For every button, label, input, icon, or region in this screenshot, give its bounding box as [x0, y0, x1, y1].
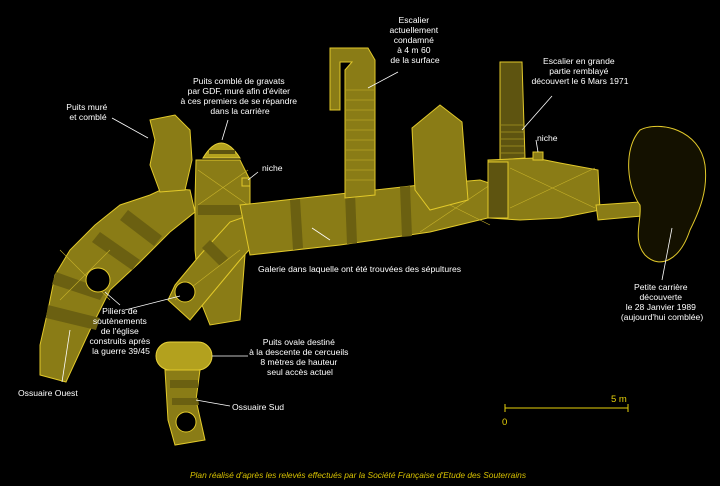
pillar-west [85, 267, 111, 293]
scale-five: 5 m [611, 394, 627, 405]
ossuaire-ouest-gallery [39, 187, 196, 383]
escalier-remblaye [499, 61, 526, 161]
label-puits-mure: Puits muré et comblé [66, 102, 109, 122]
leader-lines [61, 71, 673, 407]
label-niche-west: niche [262, 163, 283, 173]
label-puits-comble: Puits comblé de gravats par GDF, muré af… [181, 76, 300, 116]
footer-credit: Plan réalisé d'après les relevés effectu… [190, 470, 527, 480]
label-puits-ovale: Puits ovale destiné à la descente de cer… [249, 337, 351, 377]
label-galerie: Galerie dans laquelle ont été trouvées d… [258, 264, 461, 274]
puits-mure-shaft [149, 114, 193, 193]
label-ossuaire-sud: Ossuaire Sud [232, 402, 284, 412]
north-room [411, 104, 469, 211]
escalier-condamne [329, 47, 376, 199]
scale-zero: 0 [502, 417, 507, 428]
label-niche-east: niche [537, 133, 558, 143]
ossuaire-sud-gallery [164, 369, 206, 446]
connector-carriere [595, 201, 643, 221]
petite-carriere [628, 125, 707, 263]
label-escalier-remblaye: Escalier en grande partie remblayé décou… [532, 56, 629, 86]
scale-bar: 0 5 m [502, 394, 629, 428]
labels: Escalier actuellement condamné à 4 m 60 … [18, 15, 703, 412]
label-piliers: Piliers de soutènements de l'église cons… [89, 306, 152, 356]
east-gallery [487, 151, 601, 221]
south-diagonal-gallery [167, 214, 266, 321]
niche-east [532, 151, 544, 161]
label-ossuaire-ouest: Ossuaire Ouest [18, 388, 78, 398]
pillar-south [174, 281, 196, 303]
puits-ovale [155, 341, 213, 371]
niche-west [241, 177, 251, 187]
label-escalier-condamne: Escalier actuellement condamné à 4 m 60 … [389, 15, 440, 65]
label-petite-carriere: Petite carrière découverte le 28 Janvier… [621, 282, 704, 322]
